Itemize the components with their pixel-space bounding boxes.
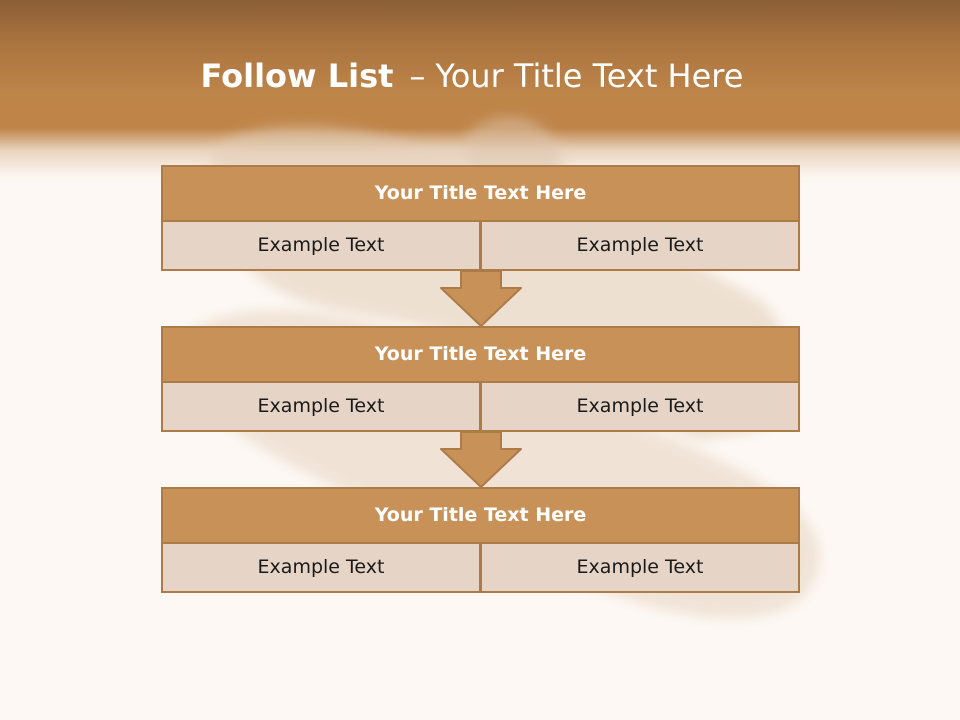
block-right-cell: Example Text [480, 383, 800, 432]
slide-title-bold: Follow List [200, 57, 394, 95]
block-title: Your Title Text Here [161, 326, 800, 383]
down-arrow-icon [440, 270, 522, 327]
slide-title: Follow List–Your Title Text Here [0, 52, 944, 100]
slide-title-separator: – [409, 57, 426, 95]
block-title: Your Title Text Here [161, 165, 800, 222]
block-right-cell: Example Text [480, 222, 800, 271]
slide-title-rest: Your Title Text Here [435, 57, 744, 95]
block-left-cell: Example Text [161, 383, 481, 432]
block-right-cell: Example Text [480, 544, 800, 593]
block-left-cell: Example Text [161, 222, 481, 271]
block-left-cell: Example Text [161, 544, 481, 593]
block-title: Your Title Text Here [161, 487, 800, 544]
down-arrow-icon [440, 431, 522, 488]
